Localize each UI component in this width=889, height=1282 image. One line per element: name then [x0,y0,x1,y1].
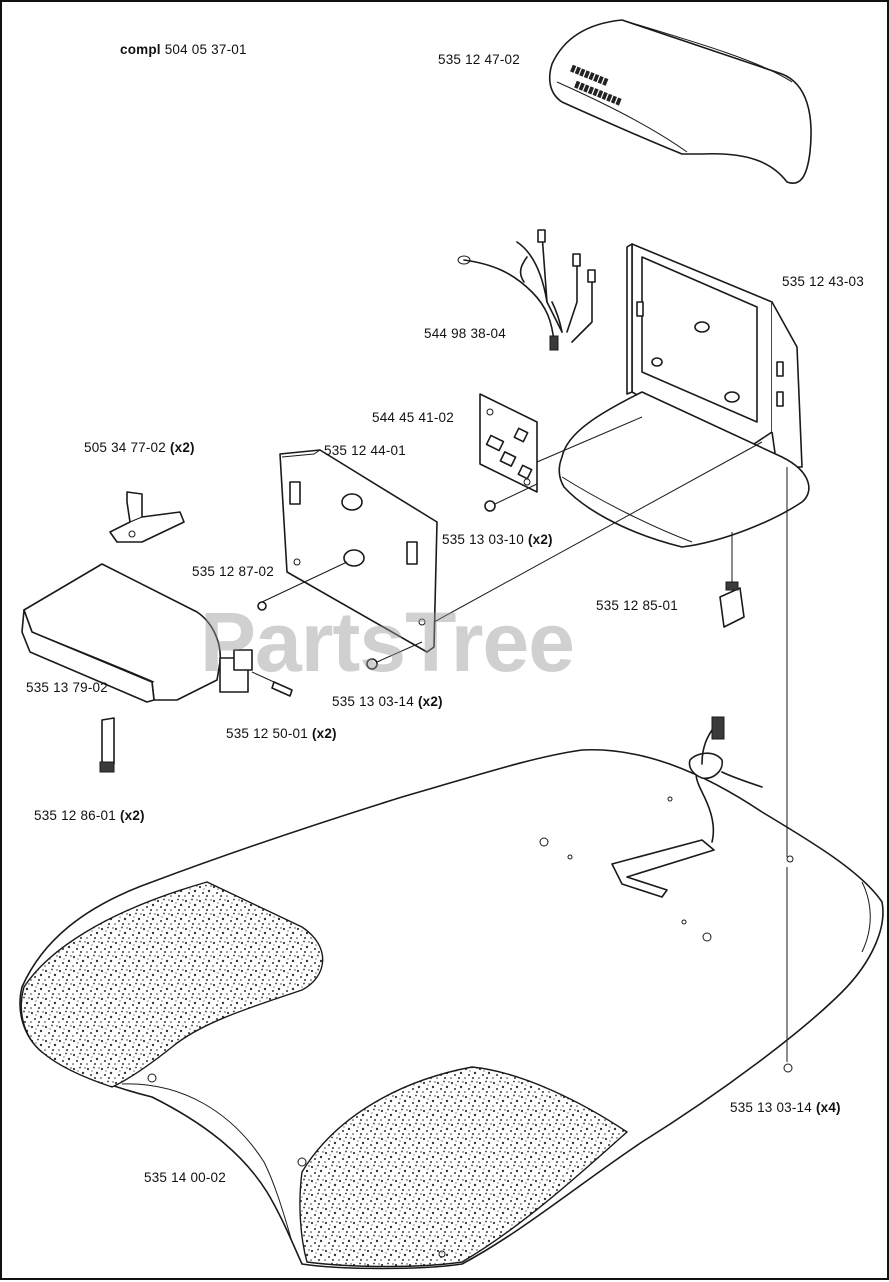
part-number: 535 13 79-02 [26,680,108,695]
circuit-board-drawing [479,393,643,493]
part-label-strap[interactable]: 535 12 86-01 (x2) [34,808,145,823]
screw-drawing-b [366,641,423,670]
part-number: 535 12 43-03 [782,274,864,289]
part-number: 535 13 03-14 [332,694,414,709]
part-label-top-cover[interactable]: 535 12 47-02 [438,52,520,67]
front-cover-drawing [21,563,253,703]
part-number: 535 12 47-02 [438,52,520,67]
part-label-control-housing[interactable]: 535 12 43-03 [782,274,864,289]
washer-drawing [783,1063,793,1073]
watermark: PartsTree [200,595,575,689]
wire-harness-drawing [457,229,596,351]
part-label-wire-harness[interactable]: 544 98 38-04 [424,326,506,341]
base-plate-drawing [19,716,884,1270]
part-qty: (x2) [417,694,443,709]
part-label-screw-board[interactable]: 535 13 03-10 (x2) [442,532,553,547]
part-label-connector[interactable]: 535 12 85-01 [596,598,678,613]
connector-drawing [719,532,745,628]
control-box-housing-drawing [558,243,810,548]
part-qty: (x2) [311,726,337,741]
part-qty: (x2) [527,532,553,547]
assembly-number: 504 05 37-01 [164,42,247,57]
part-label-base-plate[interactable]: 535 14 00-02 [144,1170,226,1185]
part-number: 535 12 44-01 [324,443,406,458]
part-qty: (x2) [169,440,195,455]
strap-drawing [99,717,115,773]
assembly-prefix: compl [120,42,161,57]
part-label-front-cover[interactable]: 535 13 79-02 [26,680,108,695]
mounting-plate-drawing [261,441,763,653]
part-number: 535 12 86-01 [34,808,116,823]
part-qty: (x4) [815,1100,841,1115]
part-label-pin[interactable]: 535 12 50-01 (x2) [226,726,337,741]
part-label-screw-base[interactable]: 535 13 03-14 (x4) [730,1100,841,1115]
part-label-mounting-plate[interactable]: 535 12 44-01 [324,443,406,458]
part-number: 544 45 41-02 [372,410,454,425]
top-cover-drawing: ▮▮▮▮▮▮▮▮ ▮▮▮▮▮▮▮▮▮▮ [548,19,812,184]
part-number: 535 12 50-01 [226,726,308,741]
pin-drawing [251,671,293,697]
part-number: 535 12 85-01 [596,598,678,613]
part-label-screw-plate[interactable]: 535 13 03-14 (x2) [332,694,443,709]
part-label-nut[interactable]: 535 12 87-02 [192,564,274,579]
screw-drawing-a [484,483,538,512]
part-number: 535 12 87-02 [192,564,274,579]
part-number: 535 13 03-10 [442,532,524,547]
part-number: 535 13 03-14 [730,1100,812,1115]
bracket-drawing [109,491,185,543]
part-number: 544 98 38-04 [424,326,506,341]
part-label-bracket[interactable]: 505 34 77-02 (x2) [84,440,195,455]
part-label-circuit-board[interactable]: 544 45 41-02 [372,410,454,425]
assembly-label: compl 504 05 37-01 [120,42,247,57]
part-number: 505 34 77-02 [84,440,166,455]
nut-drawing [257,601,267,611]
part-number: 535 14 00-02 [144,1170,226,1185]
part-qty: (x2) [119,808,145,823]
